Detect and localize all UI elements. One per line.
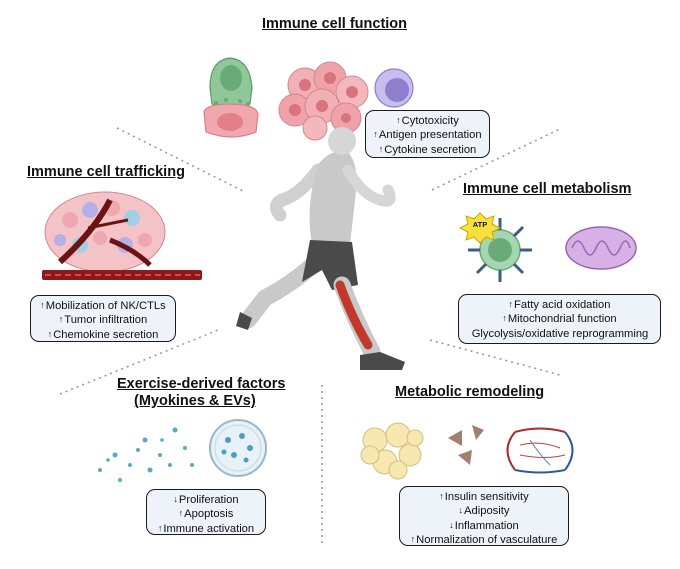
tumor-vessel-icon	[42, 191, 202, 280]
arrow-icon: ↑	[410, 534, 416, 545]
section-title-immune-cell-trafficking: Immune cell trafficking	[27, 164, 185, 180]
arrow-icon: ↓	[458, 505, 464, 516]
arrow-icon: ↑	[47, 328, 53, 339]
section-title-exercise-derived-factors: Exercise-derived factors	[117, 376, 286, 392]
extracellular-vesicle-icon	[209, 419, 267, 477]
runner-figure	[236, 127, 405, 370]
effect-line: ↑Fatty acid oxidation	[508, 299, 611, 311]
effect-line: ↑Cytokine secretion	[378, 143, 477, 156]
arrow-icon: ↑	[502, 313, 507, 324]
effect-line: ↓Proliferation	[173, 494, 239, 506]
effects-box-immune-cell-trafficking: ↑Mobilization of NK/CTLs ↑Tumor infiltra…	[30, 295, 176, 342]
separator-lines	[59, 127, 563, 545]
separator-bottom-right	[429, 339, 561, 376]
arrow-icon: ↓	[173, 494, 178, 504]
fat-droplets-icon	[448, 425, 484, 465]
immune-synapse-icon	[203, 57, 259, 138]
section-title-metabolic-remodeling: Metabolic remodeling	[395, 384, 545, 400]
arrow-icon: ↑	[157, 522, 163, 533]
effect-line: ↑Mobilization of NK/CTLs	[40, 300, 166, 312]
tumor-cluster-icon	[278, 61, 369, 141]
section-subtitle-myokines-evs: (Myokines & EVs)	[134, 393, 256, 409]
arrow-icon: ↑	[378, 143, 384, 154]
effect-line: ↑Chemokine secretion	[47, 328, 159, 341]
arrow-icon: ↑	[40, 300, 45, 310]
effect-line: Glycolysis/oxidative reprogramming	[471, 327, 649, 340]
effects-box-immune-cell-function: ↑Cytotoxicity ↑Antigen presentation ↑Cyt…	[365, 110, 490, 158]
effects-box-exercise-derived-factors: ↓Proliferation ↑Apoptosis ↑Immune activa…	[146, 489, 266, 535]
effect-line: ↑Insulin sensitivity	[439, 491, 529, 503]
myokine-particles-icon	[98, 427, 194, 482]
arrow-icon: ↑	[178, 508, 184, 519]
effects-box-immune-cell-metabolism: ↑Fatty acid oxidation ↑Mitochondrial fun…	[458, 294, 661, 344]
arrow-icon: ↓	[449, 519, 454, 530]
effect-line: ↓Inflammation	[449, 519, 519, 532]
lymphocyte-icon	[374, 68, 414, 108]
adipocytes-icon	[360, 422, 424, 480]
effects-box-metabolic-remodeling: ↑Insulin sensitivity ↓Adiposity ↓Inflamm…	[399, 486, 569, 546]
effect-line: ↑Mitochondrial function	[502, 313, 617, 326]
effect-line: ↑Antigen presentation	[373, 129, 482, 142]
separator-bottom-left	[59, 329, 219, 395]
effect-line: ↓Adiposity	[458, 505, 510, 518]
section-title-immune-cell-metabolism: Immune cell metabolism	[463, 181, 632, 197]
separator-top-left	[116, 127, 246, 193]
arrow-icon: ↑	[508, 299, 514, 309]
effect-line: ↑Tumor infiltration	[58, 314, 148, 327]
vasculature-icon	[506, 427, 574, 474]
effect-line: ↑Cytotoxicity	[396, 115, 459, 127]
effect-line: ↑Normalization of vasculature	[410, 534, 558, 547]
effect-line: ↑Apoptosis	[178, 508, 234, 521]
atp-label: ATP	[472, 220, 488, 229]
t-cell-receptor-icon	[468, 218, 532, 282]
arrow-icon: ↑	[439, 491, 444, 501]
separator-top-right	[431, 127, 563, 191]
arrow-icon: ↑	[373, 129, 378, 140]
section-title-immune-cell-function: Immune cell function	[262, 16, 408, 32]
effect-line: ↑Immune activation	[157, 522, 255, 535]
arrow-icon: ↑	[396, 115, 401, 125]
mitochondrion-icon	[565, 226, 637, 270]
arrow-icon: ↑	[58, 314, 64, 325]
atp-burst-icon	[458, 212, 502, 244]
